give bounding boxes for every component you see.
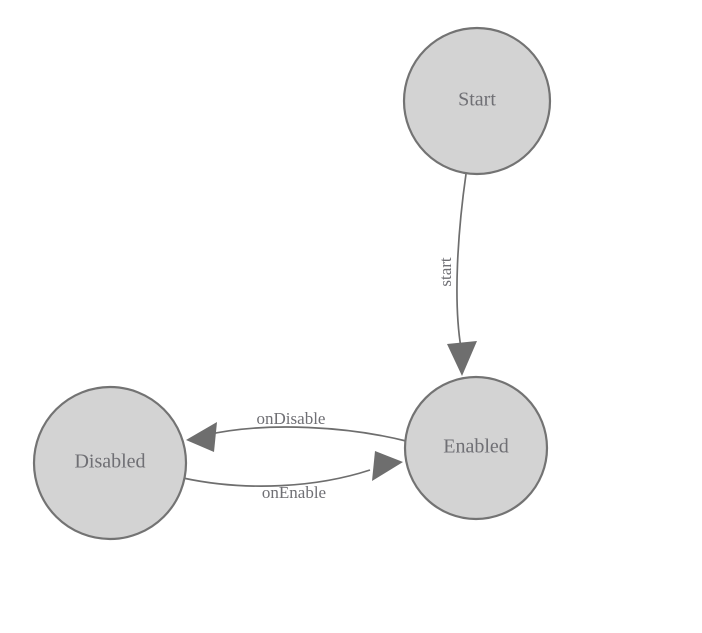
edge-label-start: start <box>436 257 455 287</box>
node-start-circle[interactable] <box>402 26 552 176</box>
edge-label-onenable: onEnable <box>262 483 326 502</box>
node-disabled-circle[interactable] <box>32 385 188 541</box>
edge-disabled-to-enabled[interactable]: onEnable <box>182 451 403 502</box>
node-disabled-label: Disabled <box>74 451 145 473</box>
node-enabled[interactable]: Enabled <box>403 375 549 521</box>
edge-enabled-to-disabled-arrowhead <box>186 422 217 452</box>
edge-enabled-to-disabled-path <box>205 426 407 442</box>
edge-disabled-to-enabled-path <box>182 469 371 487</box>
node-start-label: Start <box>458 89 496 111</box>
edge-enabled-to-disabled[interactable]: onDisable <box>186 409 407 452</box>
edge-start-to-enabled-path <box>456 173 467 349</box>
edge-start-to-enabled[interactable]: start <box>436 173 477 376</box>
node-disabled[interactable]: Disabled <box>32 385 188 541</box>
edge-start-to-enabled-arrowhead <box>447 341 477 376</box>
node-enabled-circle[interactable] <box>403 375 549 521</box>
node-enabled-label: Enabled <box>443 436 509 458</box>
node-start[interactable]: Start <box>402 26 552 176</box>
edge-disabled-to-enabled-arrowhead <box>372 451 403 481</box>
edge-label-ondisable: onDisable <box>257 409 326 428</box>
